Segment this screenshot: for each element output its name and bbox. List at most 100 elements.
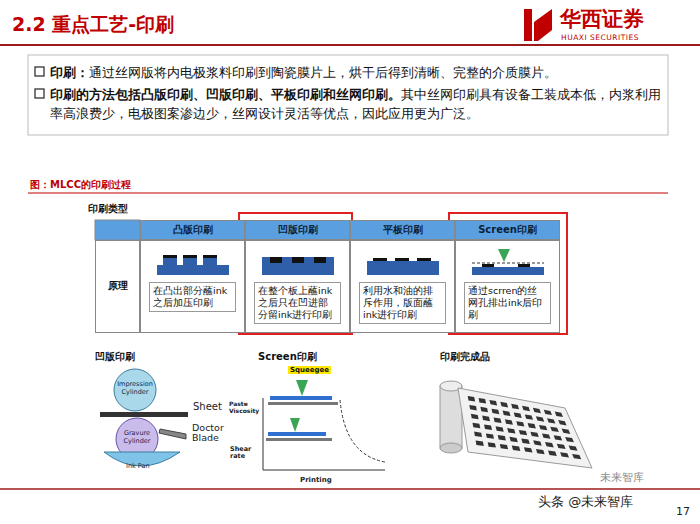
screen-figure: [290, 418, 300, 432]
part-label: Impression Cylinder: [111, 381, 159, 397]
part-label: Doctor Blade: [192, 423, 234, 444]
sheet-hole: [488, 442, 496, 447]
bullet-panel: [28, 55, 668, 135]
sheet-hole: [550, 427, 559, 432]
plate-sketch: [472, 267, 544, 275]
sheet-hole: [536, 416, 544, 421]
part-label: Gravure Cylinder: [113, 430, 161, 446]
plate-sketch: [367, 261, 439, 275]
plate-sketch: [203, 258, 217, 265]
cell-heading: 原理: [108, 280, 128, 293]
sheet-hole: [469, 405, 477, 411]
plate-sketch: [314, 257, 326, 263]
sheet-hole: [479, 398, 487, 404]
sheet-hole: [503, 411, 511, 417]
screen-figure: [263, 398, 264, 470]
gravure-figure: [100, 369, 188, 466]
highlight-box: [449, 213, 567, 334]
sheet-hole: [516, 421, 524, 426]
sheet-hole: [505, 419, 513, 425]
sheet-hole: [572, 454, 581, 459]
sheet-hole: [494, 418, 502, 424]
screen-figure: [340, 400, 385, 462]
logo-icon: [538, 30, 552, 41]
table-header-cell: 平板印刷: [350, 220, 455, 240]
page-number: 17: [676, 505, 690, 518]
sheet-hole: [476, 441, 484, 447]
sheet-hole: [539, 425, 547, 430]
logo-icon: [534, 9, 552, 41]
sheet-hole: [536, 449, 545, 454]
cell-heading: 平板印刷: [383, 224, 423, 237]
footer-source: 头条 @未来智库: [538, 494, 633, 510]
slide-title: 2.2 重点工艺-印刷: [12, 12, 174, 38]
axis-label: Printing: [300, 476, 332, 484]
bullet-text: 通过丝网版将内电极浆料印刷到陶瓷膜片上，烘干后得到清晰、完整的介质膜片。: [89, 65, 557, 80]
logo-subtitle: HUAXI SECURITIES: [561, 33, 639, 42]
sheet-hole: [524, 447, 533, 452]
plate-sketch: [468, 245, 548, 279]
sheet-hole: [565, 437, 574, 442]
bullet-lead: 印刷：: [50, 65, 89, 80]
sheet-hole: [548, 451, 557, 456]
bullet-square: [35, 67, 44, 76]
plate-sketch: [482, 264, 494, 267]
sheet-hole: [547, 418, 555, 423]
plate-sketch: [262, 257, 334, 275]
watermark: 未来智库: [600, 471, 644, 484]
row-label-cell: 原理: [95, 240, 140, 333]
finished-roll: [440, 443, 462, 453]
part-label: Ink Pan: [126, 463, 150, 471]
plate-sketch: [153, 245, 233, 279]
screen-figure: [268, 432, 326, 436]
plate-sketch: [498, 249, 510, 262]
plate-sketch: [292, 257, 304, 263]
sheet-hole: [500, 402, 508, 408]
sheet-hole: [544, 410, 552, 415]
sheet-hole: [569, 446, 578, 451]
sheet-hole: [560, 452, 569, 457]
highlight-box: [239, 213, 352, 334]
screen-figure: [296, 380, 308, 396]
sheet-hole: [545, 442, 554, 447]
sheet-hole: [468, 396, 475, 402]
sheet-hole: [492, 409, 500, 415]
footer-rule: [0, 488, 700, 490]
finished-roll: [458, 388, 592, 468]
axis-label: Paste Viscosity: [229, 401, 261, 414]
cell-text: 在凸出部分蘸ink之后加压印刷: [149, 282, 236, 312]
plate-sketch: [163, 255, 177, 258]
sheet-hole: [482, 416, 490, 422]
sheet-hole: [521, 439, 530, 444]
sheet-hole: [471, 414, 479, 420]
plate-sketch: [258, 245, 338, 279]
plate-sketch: [363, 245, 443, 279]
plate-sketch: [203, 255, 217, 258]
cell-heading: 凹版印刷: [278, 224, 318, 237]
logo-icon: [524, 9, 532, 41]
logo-name: 华西证券: [560, 7, 644, 32]
figure-caption: 图：MLCC的印刷过程: [30, 178, 131, 192]
plate-sketch: [157, 265, 229, 275]
cell-text: 利用水和油的排斥作用，版面蘸ink进行印刷: [359, 282, 446, 324]
screen-figure: [266, 438, 332, 441]
cell-heading: 凸版印刷: [173, 224, 213, 237]
sheet-hole: [533, 440, 542, 445]
gravure-figure: [159, 429, 186, 439]
table-cell: 通过scrren的丝网孔排出ink后印刷: [455, 240, 560, 333]
gravure-figure: [100, 412, 188, 417]
table-corner: [95, 220, 140, 240]
sheet-hole: [507, 428, 515, 433]
table-header-cell: 凹版印刷: [245, 220, 350, 240]
sheet-hole: [510, 437, 518, 442]
figure-title: 凹版印刷: [95, 351, 135, 363]
bullet-square: [35, 89, 44, 98]
sheet-hole: [498, 435, 506, 440]
table-cell: 在整个板上蘸ink之后只在凹进部分留ink进行印刷: [245, 240, 350, 333]
axis-label: Shear rate: [230, 446, 261, 460]
part-label: Squeegee: [288, 366, 331, 374]
sheet-hole: [522, 406, 530, 411]
plate-sketch: [270, 257, 282, 263]
sheet-hole: [474, 432, 482, 438]
